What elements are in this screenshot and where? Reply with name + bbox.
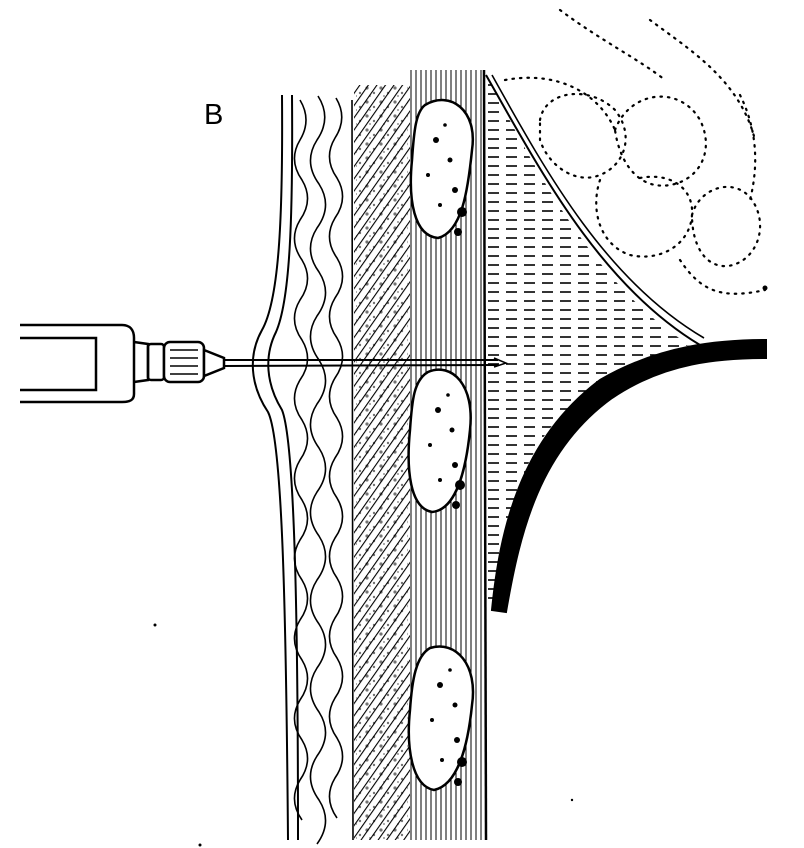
needle bbox=[223, 357, 509, 368]
visceral-pleura-inner bbox=[491, 74, 705, 339]
rib-middle bbox=[407, 368, 472, 514]
pleural-effusion bbox=[486, 75, 690, 600]
ribs bbox=[407, 98, 475, 792]
panel-label: B bbox=[204, 99, 224, 131]
syringe-barrel bbox=[20, 323, 136, 404]
rib-lower bbox=[407, 645, 475, 792]
rib-texture bbox=[426, 123, 467, 786]
skin-layer bbox=[251, 94, 299, 841]
rib-upper bbox=[409, 98, 475, 240]
syringe bbox=[20, 323, 226, 404]
lung-alveoli bbox=[503, 8, 767, 295]
parietal-pleura-line bbox=[482, 69, 488, 841]
stray-dots bbox=[153, 285, 768, 847]
diaphragm bbox=[490, 338, 767, 614]
visceral-pleura bbox=[485, 74, 701, 346]
subcutaneous-fat-layer bbox=[293, 95, 354, 845]
needle-hub bbox=[162, 340, 206, 384]
muscle-layer-speckle bbox=[356, 85, 408, 840]
